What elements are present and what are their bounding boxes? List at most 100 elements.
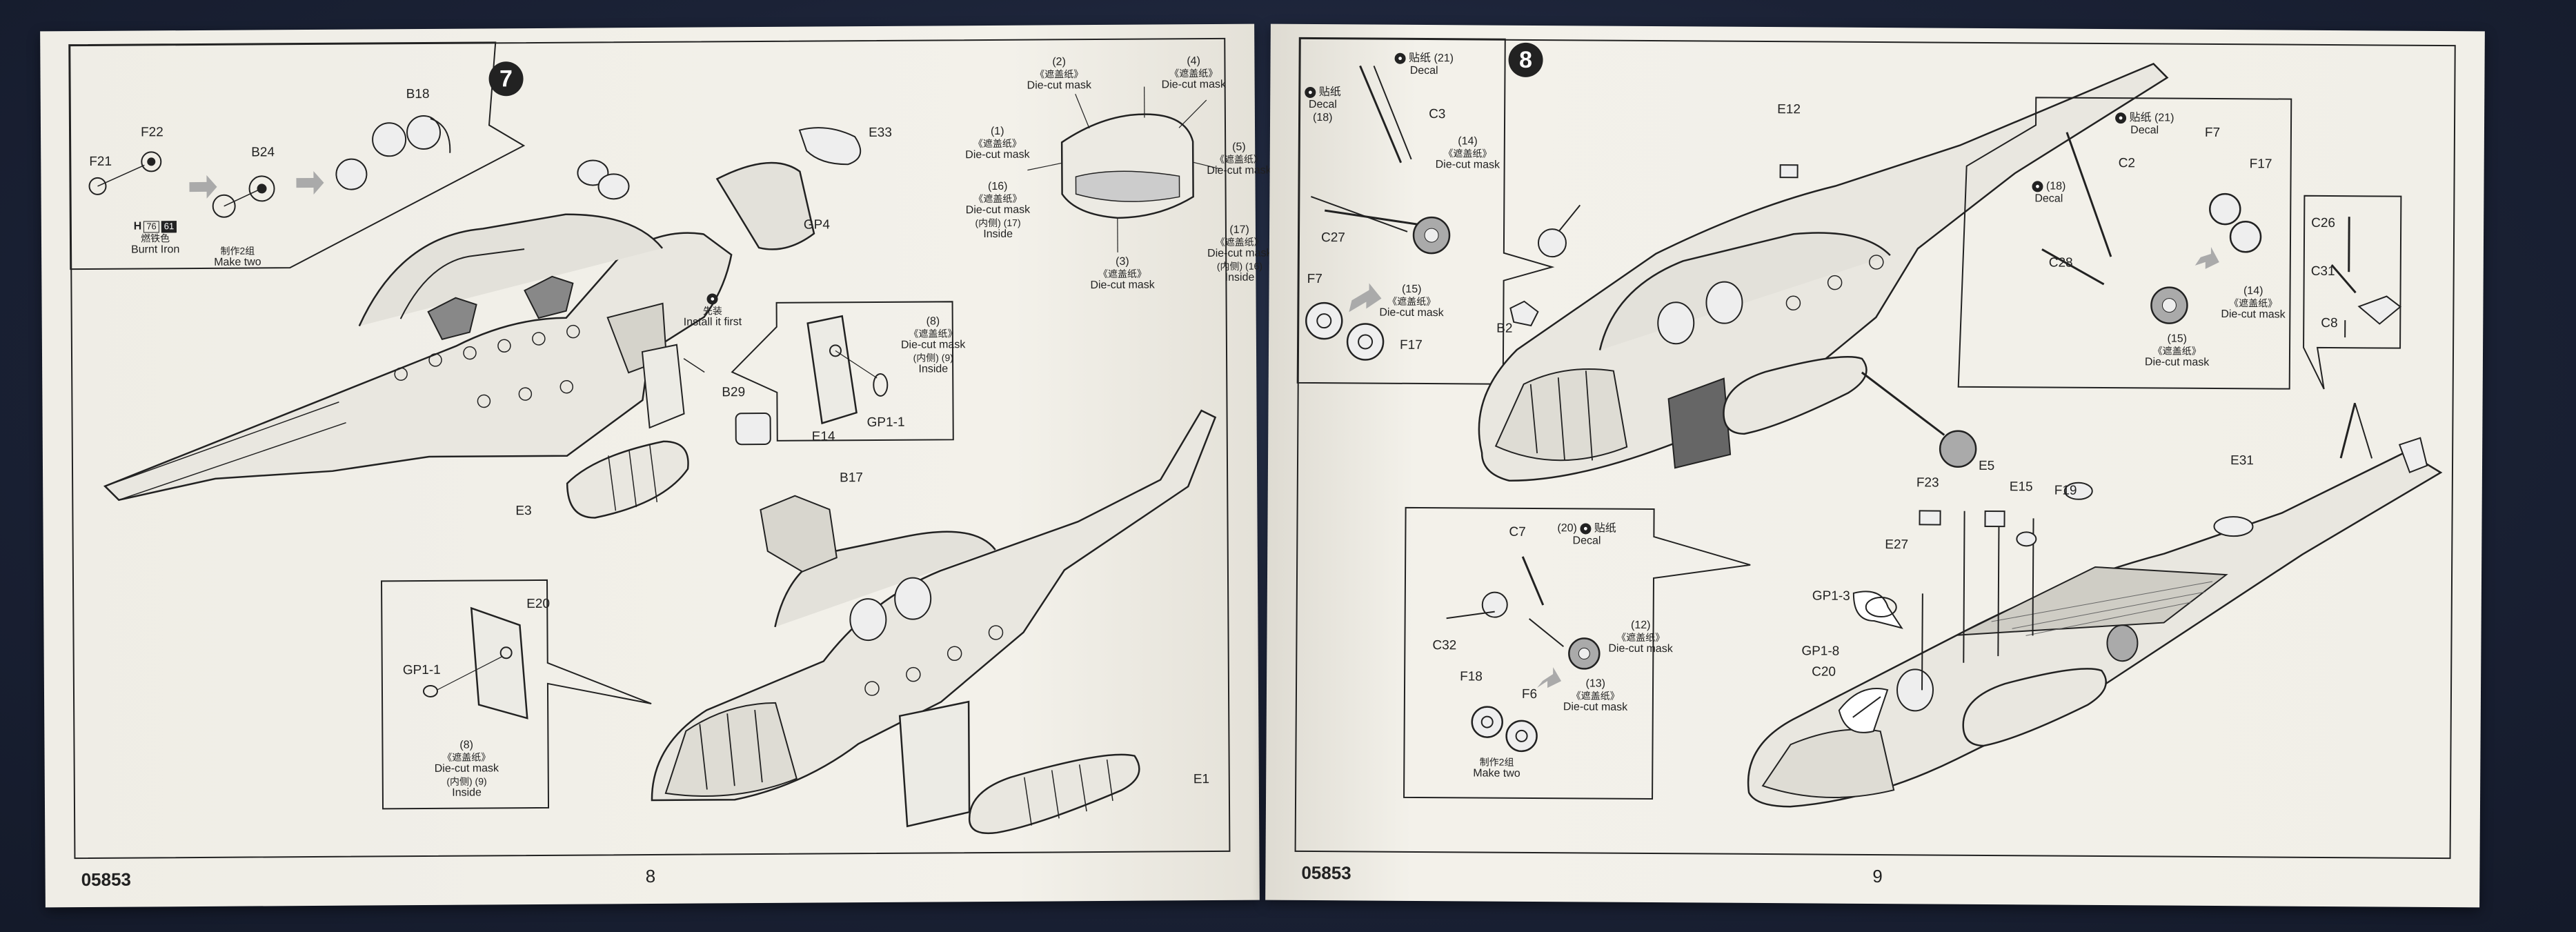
mask-cn: 《遮盖纸》 (1215, 236, 1264, 248)
mask-cn: 《遮盖纸》 (909, 328, 958, 340)
inside-en: Inside (983, 228, 1013, 241)
step-8-line-art (1296, 37, 2443, 808)
inside-cn: (内侧) (446, 775, 473, 787)
part-label-c7: C7 (1509, 524, 1526, 539)
mask-cn: 《遮盖纸》 (1169, 68, 1218, 79)
part-label-b24: B24 (251, 145, 275, 160)
instruction-page-right: 8 ● 贴纸 (21) Decal ● 贴纸 Decal (18) C3 (14… (1265, 23, 2485, 908)
step-number: 7 (499, 65, 513, 92)
part-label-gp1-1: GP1-1 (866, 415, 905, 430)
inside-number: (17) (1003, 217, 1021, 228)
part-label-c8: C8 (2321, 315, 2338, 331)
page-number: 9 (1872, 865, 1883, 887)
mask-cn: 《遮盖纸》 (1571, 690, 1620, 702)
part-label-b17: B17 (840, 470, 863, 486)
mask-15-callout: (15) 《遮盖纸》 Die-cut mask (1379, 284, 1444, 320)
part-label-c2: C2 (2118, 156, 2136, 171)
step-number-badge: 7 (488, 61, 524, 97)
paint-number-61: 61 (161, 221, 177, 233)
mask-number: (8) (926, 315, 940, 328)
mask-en: Die-cut mask (2221, 308, 2286, 321)
decal-en: Decal (1409, 65, 1438, 77)
part-label-c20: C20 (1812, 664, 1836, 680)
decal-icon: ● (2115, 112, 2127, 123)
step-number: 8 (1519, 46, 1533, 73)
make-two-cn: 制作2组 (1479, 756, 1514, 768)
decal-number: (18) (2045, 180, 2066, 192)
mask-en: Die-cut mask (1090, 279, 1155, 292)
decal-number: (21) (2154, 112, 2174, 124)
decal-21-callout-b: ● 贴纸 (21) Decal (2115, 112, 2174, 137)
part-label-e27: E27 (1885, 537, 1909, 553)
part-label-b2: B2 (1496, 321, 1513, 336)
mask-number: (4) (1187, 55, 1200, 68)
mask-en: Die-cut mask (1207, 164, 1271, 177)
decal-number: (21) (1434, 52, 1454, 65)
inside-en: Inside (1225, 271, 1255, 284)
mask-en: Die-cut mask (1435, 159, 1500, 172)
mask-17-callout: (17)《遮盖纸》Die-cut mask(内侧) (16)Inside (1207, 224, 1272, 284)
part-label-f21: F21 (89, 154, 112, 169)
mask-4-callout: (4)《遮盖纸》Die-cut mask (1161, 55, 1226, 92)
window-mask-callout: (8) 《遮盖纸》 Die-cut mask (内侧) (9) Inside (901, 315, 966, 376)
decal-en: Decal (1572, 535, 1601, 547)
mask-cn: 《遮盖纸》 (1035, 68, 1084, 80)
mask-cn: 《遮盖纸》 (1098, 268, 1147, 280)
part-label-e1: E1 (1193, 772, 1210, 787)
part-label-e14: E14 (811, 429, 835, 444)
mask-number: (16) (987, 180, 1008, 192)
part-label-f17: F17 (1399, 337, 1423, 353)
mask-13-callout: (13) 《遮盖纸》 Die-cut mask (1563, 677, 1628, 714)
decal-icon: ● (1580, 523, 1592, 535)
mask-number: (14) (1458, 135, 1478, 148)
mask-number: (8) (459, 739, 473, 751)
mask-en: Die-cut mask (1608, 643, 1673, 655)
part-label-e12: E12 (1777, 102, 1801, 117)
decal-18-callout: ● 贴纸 Decal (18) (1305, 86, 1341, 124)
step-7-line-art (68, 41, 1221, 835)
install-first-en: Install it first (683, 316, 742, 329)
mask-en: Die-cut mask (965, 149, 1030, 161)
mask-3-callout: (3)《遮盖纸》Die-cut mask (1090, 256, 1155, 293)
part-label-e31: E31 (2230, 453, 2254, 468)
part-label-f23: F23 (1916, 475, 1939, 490)
part-label-e3: E3 (515, 504, 532, 519)
part-label-gp1-8: GP1-8 (1801, 644, 1840, 659)
mask-1-callout: (1)《遮盖纸》Die-cut mask (965, 126, 1030, 162)
install-first-note: ● 先装 Install it first (683, 293, 742, 329)
mask-cn: 《遮盖纸》 (973, 138, 1022, 150)
mask-14-callout: (14) 《遮盖纸》 Die-cut mask (1436, 135, 1500, 172)
mask-en: Die-cut mask (2144, 356, 2210, 369)
make-two-en: Make two (214, 256, 261, 268)
mask-15-callout-b: (15) 《遮盖纸》 Die-cut mask (2145, 333, 2210, 369)
mask-number: (5) (1232, 141, 1246, 153)
part-label-c3: C3 (1429, 107, 1446, 122)
inside-number: (9) (475, 775, 487, 787)
part-label-e5: E5 (1978, 458, 1995, 474)
inside-cn: (内侧) (913, 352, 939, 364)
mask-en: Die-cut mask (1027, 79, 1092, 92)
part-label-b29: B29 (722, 385, 746, 400)
mask-16-callout: (16)《遮盖纸》Die-cut mask(内侧) (17)Inside (965, 181, 1030, 241)
mask-en: Die-cut mask (1379, 307, 1444, 319)
decal-18-callout-b: ● (18) Decal (2032, 180, 2065, 206)
mask-2-callout: (2)《遮盖纸》Die-cut mask (1027, 56, 1091, 92)
step-number-badge: 8 (1508, 42, 1543, 78)
part-label-gp1-3: GP1-3 (1812, 588, 1850, 604)
install-first-cn: 先装 (702, 305, 722, 317)
part-label-e20: E20 (526, 596, 551, 612)
mask-cn: 《遮盖纸》 (973, 193, 1022, 205)
part-label-f17-b: F17 (2249, 157, 2272, 172)
paint-name-cn: 燃铁色 (141, 232, 170, 244)
mask-en: Die-cut mask (1563, 701, 1628, 714)
decal-icon: ● (1305, 86, 1316, 98)
mask-number: (3) (1116, 255, 1129, 268)
mask-14-callout-b: (14) 《遮盖纸》 Die-cut mask (2221, 285, 2286, 321)
mask-number: (15) (2167, 333, 2188, 345)
part-label-f7-b: F7 (2204, 125, 2221, 141)
mask-number: (2) (1052, 56, 1066, 68)
lower-mask-callout: (8) 《遮盖纸》 Die-cut mask (内侧) (9) Inside (434, 739, 499, 800)
